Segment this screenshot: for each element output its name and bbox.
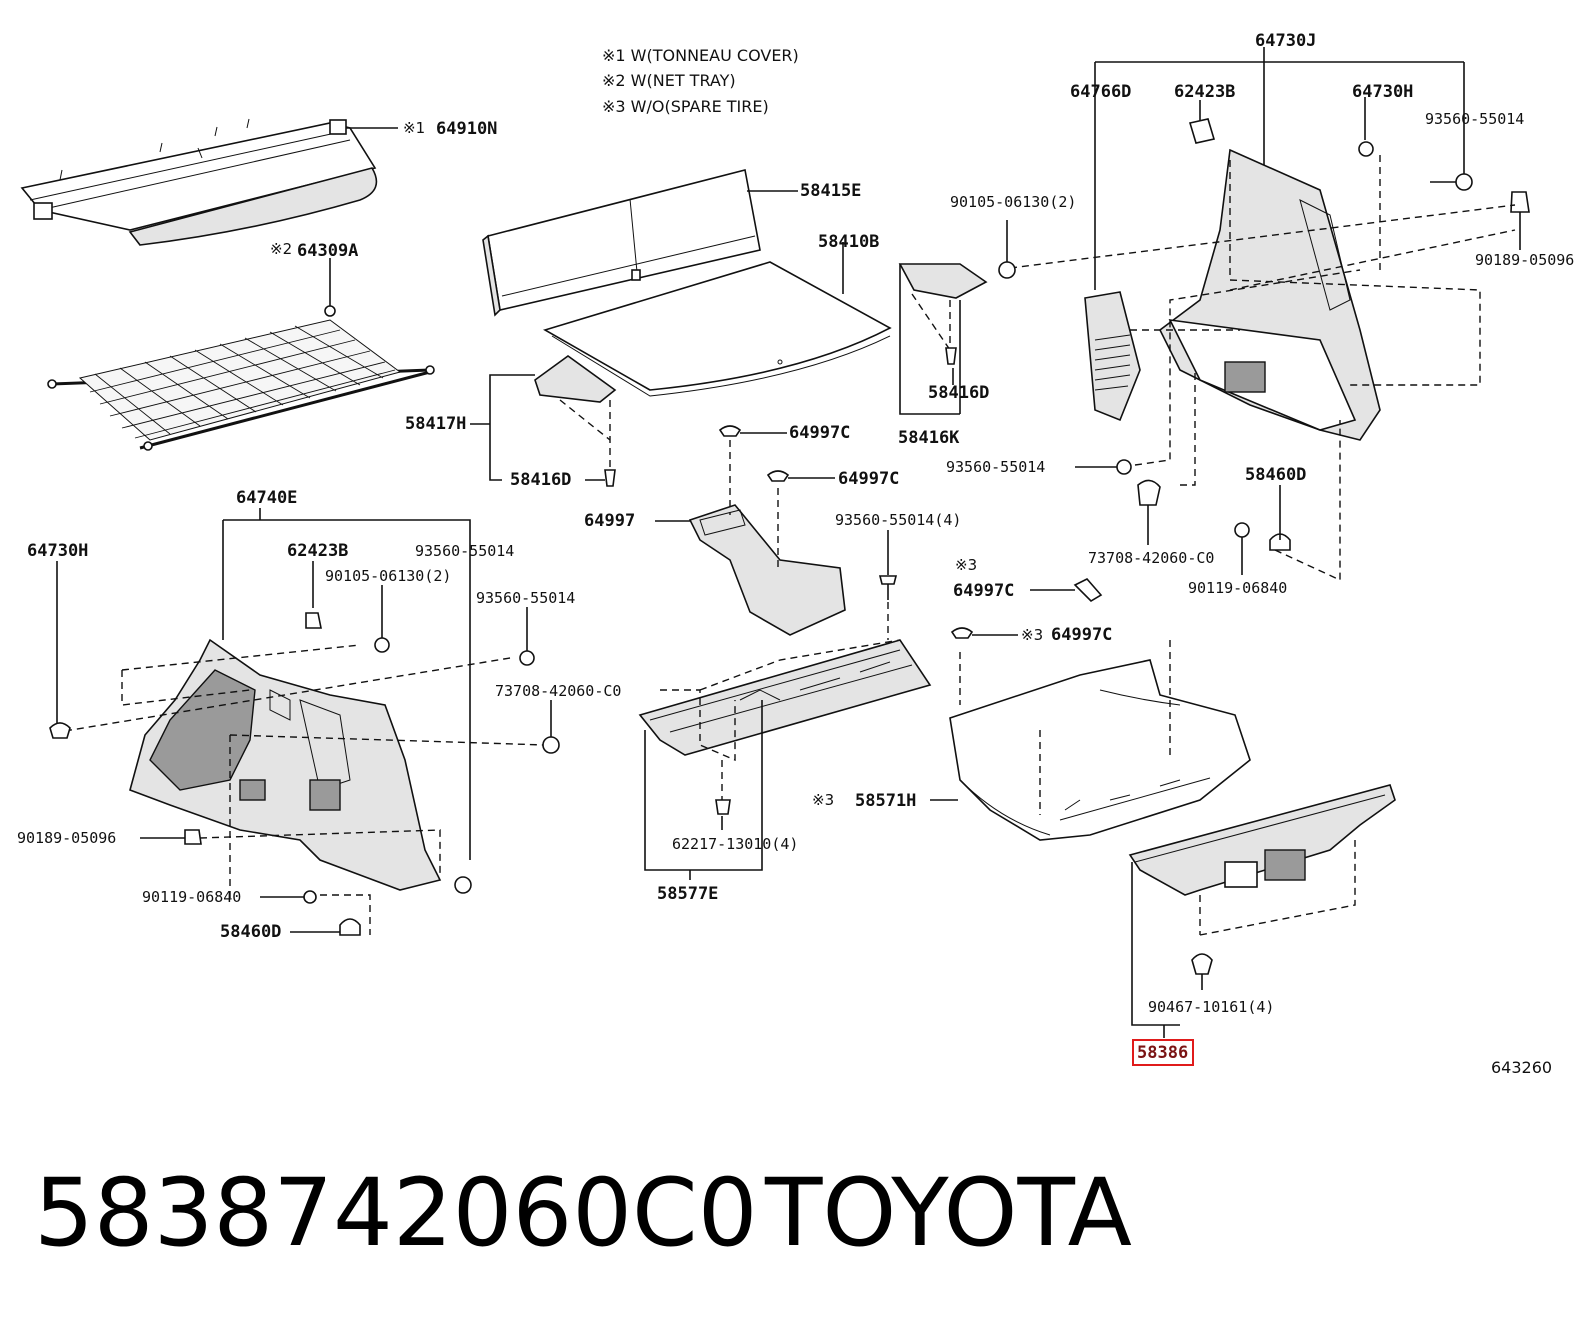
label-64997C-d: 64997C (1051, 625, 1112, 645)
side-fastener-64997C (1030, 578, 1103, 603)
quarter-trim-64730J (998, 47, 1530, 582)
tonneau-cover-64910N (20, 118, 398, 246)
mark-1-64910N: ※1 (403, 119, 425, 137)
deck-board-58410B (542, 242, 892, 397)
caption-part-number: 5838742060C0 (34, 1159, 758, 1268)
label-64997C-c: 64997C (953, 581, 1014, 601)
deck-board-58415E (482, 169, 798, 317)
label-93560-55014-right-2: 93560-55014 (946, 458, 1045, 476)
label-58416D-center: 58416D (510, 470, 571, 490)
label-58410B: 58410B (818, 232, 879, 252)
mark-3-64997C-side: ※3 (955, 556, 977, 574)
label-90119-06840-left: 90119-06840 (142, 888, 241, 906)
label-58460D-left: 58460D (220, 922, 281, 942)
label-64740E: 64740E (236, 488, 297, 508)
label-73708-42060-C0-right: 73708-42060-C0 (1088, 549, 1214, 567)
mark-3-58571H: ※3 (812, 791, 834, 809)
label-64997C-a: 64997C (789, 423, 850, 443)
diagram-code: 643260 (1491, 1058, 1552, 1077)
label-73708-42060-C0-left: 73708-42060-C0 (495, 682, 621, 700)
caption-brand: TOYOTA (764, 1159, 1132, 1268)
label-58416K: 58416K (898, 428, 960, 448)
highlight-58386 (1132, 1039, 1194, 1066)
label-64730H-right: 64730H (1352, 82, 1413, 102)
legend-notes: ※1 W(TONNEAU COVER) ※2 W(NET TRAY) ※3 W/… (602, 46, 799, 116)
label-64997: 64997 (584, 511, 635, 531)
label-62217-13010-4: 62217-13010(4) (672, 835, 798, 853)
mark-2-64309A: ※2 (270, 240, 292, 258)
mark-3-64997C: ※3 (1021, 626, 1043, 644)
quarter-trim-64740E (49, 508, 560, 936)
label-93560-55014-right-1: 93560-55014 (1425, 110, 1524, 128)
label-64910N: 64910N (436, 119, 497, 139)
label-90467-10161-4: 90467-10161(4) (1148, 998, 1274, 1016)
label-93560-55014-left-1: 93560-55014 (415, 542, 514, 560)
label-64730J: 64730J (1255, 31, 1316, 51)
sill-58577E (638, 639, 932, 880)
label-62423B-left: 62423B (287, 541, 348, 561)
label-64309A: 64309A (297, 241, 358, 261)
label-58416D-right: 58416D (928, 383, 989, 403)
label-58415E: 58415E (800, 181, 861, 201)
spare-tire-cover-58571H (930, 627, 1251, 841)
label-64730H-left: 64730H (27, 541, 88, 561)
label-93560-55014-left-2: 93560-55014 (476, 589, 575, 607)
label-64766D: 64766D (1070, 82, 1131, 102)
label-62423B-right: 62423B (1174, 82, 1235, 102)
label-90189-05096-left: 90189-05096 (17, 829, 116, 847)
label-90105-06130-2-left: 90105-06130(2) (325, 567, 451, 585)
label-58577E: 58577E (657, 884, 718, 904)
screw-93560-55014-4 (878, 530, 898, 640)
label-64997C-b: 64997C (838, 469, 899, 489)
label-58386: 58386 (1137, 1043, 1188, 1063)
note-spare-tire: ※3 W/O(SPARE TIRE) (602, 97, 769, 116)
scuff-plate-58386 (1128, 784, 1396, 1038)
cover-58417H (470, 355, 617, 487)
label-90189-05096-right: 90189-05096 (1475, 251, 1574, 269)
label-93560-55014-4: 93560-55014(4) (835, 511, 961, 529)
label-58417H: 58417H (405, 414, 466, 434)
note-net-tray: ※2 W(NET TRAY) (602, 71, 736, 90)
label-58571H: 58571H (855, 791, 916, 811)
label-90105-06130-2-right: 90105-06130(2) (950, 193, 1076, 211)
net-tray-64309A (47, 258, 435, 451)
cover-58416K (898, 263, 988, 415)
label-90119-06840-right: 90119-06840 (1188, 579, 1287, 597)
note-tonneau-cover: ※1 W(TONNEAU COVER) (602, 46, 799, 65)
label-58460D-right: 58460D (1245, 465, 1306, 485)
bracket-64997 (655, 425, 846, 636)
